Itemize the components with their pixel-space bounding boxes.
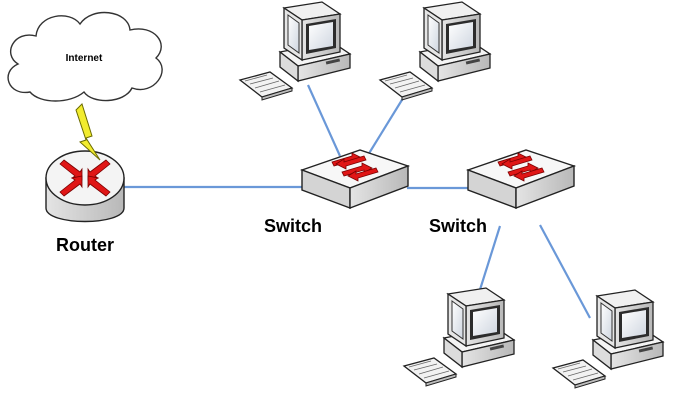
network-links xyxy=(124,84,591,319)
link-switch-left-pc-top-right xyxy=(367,94,406,156)
switch-left-icon xyxy=(301,149,409,209)
lightning-bolt-icon xyxy=(75,103,101,161)
link-switch-right-pc-bottom-left xyxy=(476,225,502,297)
internet-cloud: Internet xyxy=(7,11,163,102)
switch-right-icon xyxy=(467,149,575,209)
computer-bottom-right-icon xyxy=(552,289,664,389)
router-icon xyxy=(45,103,125,223)
switch-left-label: Switch xyxy=(264,216,322,236)
computer-bottom-left-icon xyxy=(403,287,515,387)
cloud-label: Internet xyxy=(66,53,103,64)
computer-top-right-icon xyxy=(379,1,491,101)
computer-top-left-icon xyxy=(239,1,351,101)
link-switch-left-pc-top-left xyxy=(306,84,342,157)
router-label: Router xyxy=(56,235,114,255)
link-switch-right-pc-bottom-right xyxy=(539,224,591,319)
switch-right-label: Switch xyxy=(429,216,487,236)
